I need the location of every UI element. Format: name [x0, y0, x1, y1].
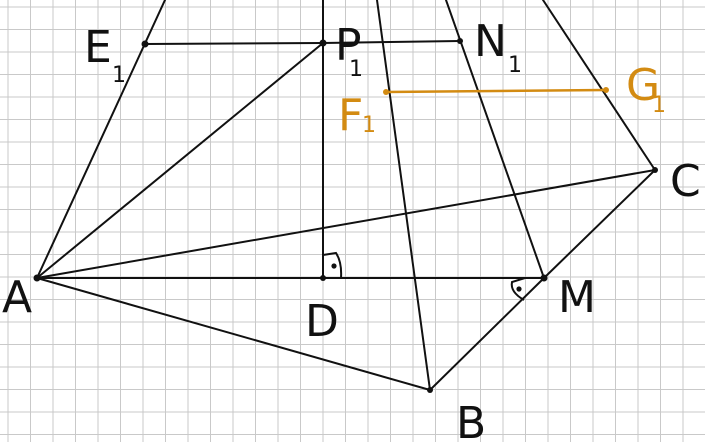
point-n1: [457, 38, 463, 44]
label-f-sub: 1: [362, 113, 376, 138]
point-c: [652, 167, 658, 173]
segment-a-b: [36, 277, 431, 391]
label-n-sub: 1: [508, 53, 522, 78]
label-n: N: [474, 16, 507, 67]
segment-b-edge: [376, 0, 431, 391]
right-angle-dot-d: [331, 263, 337, 269]
label-f: F: [338, 90, 363, 141]
segment-m-edge: [445, 0, 545, 279]
label-e: E: [84, 22, 112, 73]
segment-a-c: [36, 169, 656, 279]
label-p-sub: 1: [349, 57, 363, 82]
label-d: D: [305, 296, 339, 347]
segment-m-c: [543, 169, 656, 279]
segment-a-p1: [36, 42, 324, 279]
point-b: [427, 387, 433, 393]
segment-e1-p1: [144, 42, 324, 45]
label-a: A: [2, 272, 32, 323]
label-b: B: [456, 398, 486, 442]
point-f1: [383, 89, 389, 95]
right-angle-dot-m: [516, 286, 522, 292]
label-p: P: [335, 20, 362, 71]
segment-f1-g1: [384, 88, 608, 94]
right-angle-mark-m: [510, 277, 526, 301]
point-d: [320, 275, 326, 281]
segment-b-m: [429, 277, 545, 391]
point-m: [540, 274, 548, 282]
point-a: [33, 274, 41, 282]
point-g1: [603, 87, 609, 93]
label-c: C: [670, 156, 701, 207]
point-p1: [319, 39, 327, 47]
segment-c-edge: [542, 0, 656, 171]
label-e-sub: 1: [112, 63, 126, 88]
label-m: M: [558, 272, 596, 323]
point-e1: [141, 40, 149, 48]
label-g-sub: 1: [652, 93, 666, 118]
right-angle-mark-d: [322, 251, 343, 279]
label-g: G: [626, 60, 660, 111]
segment-p1-n1: [322, 40, 461, 44]
